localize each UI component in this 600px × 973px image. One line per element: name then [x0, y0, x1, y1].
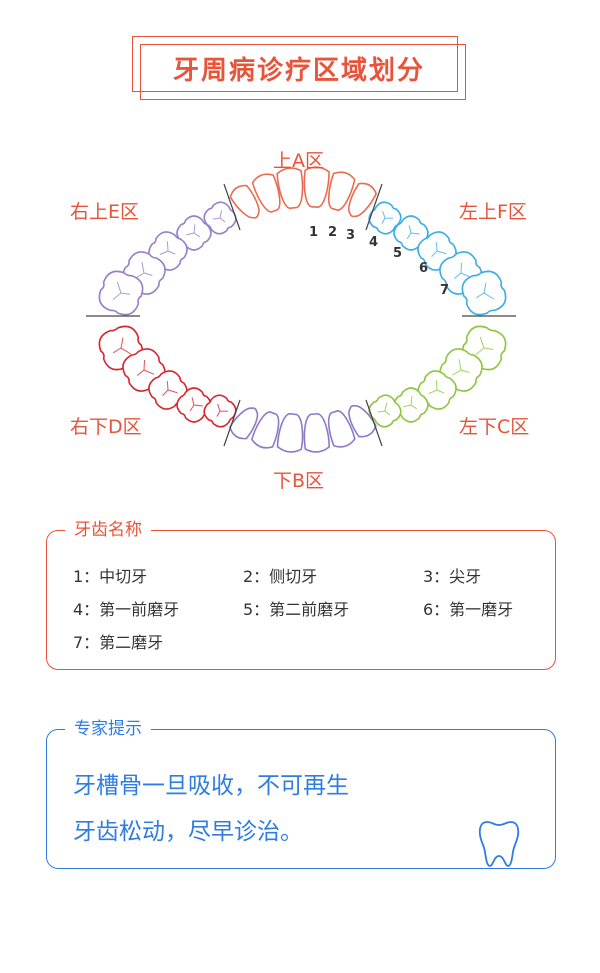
zone-label-a: 上A区	[273, 150, 324, 172]
tip-line-1: 牙槽骨一旦吸收，不可再生	[73, 773, 349, 799]
tooth-name-item: 7：第二磨牙	[73, 633, 164, 652]
zone-label-e: 右上E区	[70, 201, 140, 223]
divider-lower-left	[223, 399, 241, 447]
tooth-name-item: 6：第一磨牙	[423, 600, 514, 619]
lower-right-back-tooth	[148, 370, 188, 410]
tooth-number-4: 4	[369, 235, 379, 250]
tooth-number-2: 2	[328, 225, 338, 240]
tooth-number-6: 6	[419, 261, 429, 276]
tip-line-2: 牙齿松动，尽早诊治。	[73, 819, 303, 845]
lower-front-tooth	[276, 412, 304, 453]
tooth-number-3: 3	[346, 228, 356, 243]
tooth-number-7: 7	[440, 283, 450, 298]
expert-tip-panel: 专家提示 牙槽骨一旦吸收，不可再生 牙齿松动，尽早诊治。	[46, 718, 556, 869]
lower-front-tooth	[348, 404, 377, 438]
tooth-names-panel: 牙齿名称 1：中切牙 2：侧切牙 3：尖牙 4：第一前磨牙 5：第二前磨牙 6：…	[46, 519, 556, 670]
zone-label-d: 右下D区	[70, 416, 142, 438]
tooth-number-5: 5	[393, 246, 403, 261]
lower-left-back-tooth	[393, 387, 429, 423]
tooth-name-item: 5：第二前磨牙	[243, 600, 350, 619]
upper-front-tooth	[303, 166, 330, 209]
lower-front-tooth	[303, 412, 331, 453]
lower-front-tooth	[251, 411, 280, 449]
upper-front-tooth	[276, 167, 304, 210]
upper-right-back-tooth	[203, 201, 237, 235]
divider-upper-left	[223, 183, 241, 231]
zone-label-f: 左上F区	[459, 201, 527, 223]
lower-left-back-tooth	[417, 370, 457, 410]
page-title: 牙周病诊疗区域划分	[172, 55, 425, 86]
upper-front-tooth	[348, 182, 378, 218]
lower-front-tooth	[229, 407, 259, 440]
lower-right-back-tooth	[203, 394, 237, 428]
zone-label-c: 左下C区	[459, 416, 530, 438]
title-banner: 牙周病诊疗区域划分	[132, 36, 466, 100]
upper-right-back-tooth	[98, 270, 144, 316]
upper-left-back-tooth	[461, 270, 507, 316]
expert-tip-heading: 专家提示	[65, 718, 151, 740]
divider-lower-right	[365, 399, 383, 447]
tooth-names-heading: 牙齿名称	[65, 519, 151, 541]
upper-right-back-tooth	[176, 215, 212, 251]
divider-upper-right	[365, 183, 383, 231]
upper-front-tooth	[327, 171, 356, 211]
lower-right-back-tooth	[176, 387, 212, 423]
tooth-name-item: 1：中切牙	[73, 567, 148, 586]
upper-front-tooth	[251, 173, 281, 213]
tooth-name-item: 3：尖牙	[423, 567, 482, 586]
tooth-icon	[478, 821, 520, 867]
zone-label-b: 下B区	[273, 470, 325, 492]
tooth-number-1: 1	[309, 225, 319, 240]
lower-left-back-tooth	[368, 394, 402, 428]
tooth-name-item: 4：第一前磨牙	[73, 600, 180, 619]
title-frame-back	[132, 36, 458, 92]
lower-front-tooth	[327, 410, 356, 448]
upper-front-tooth	[229, 184, 260, 219]
title-frame-front	[140, 44, 466, 100]
tooth-name-item: 2：侧切牙	[243, 567, 318, 586]
upper-left-back-tooth	[368, 201, 402, 235]
dental-zone-diagram: 上A区 下B区 左下C区 右下D区 右上E区 左上F区 1 2 3 4 5 6 …	[0, 130, 600, 500]
teeth-arch-svg	[86, 166, 516, 453]
